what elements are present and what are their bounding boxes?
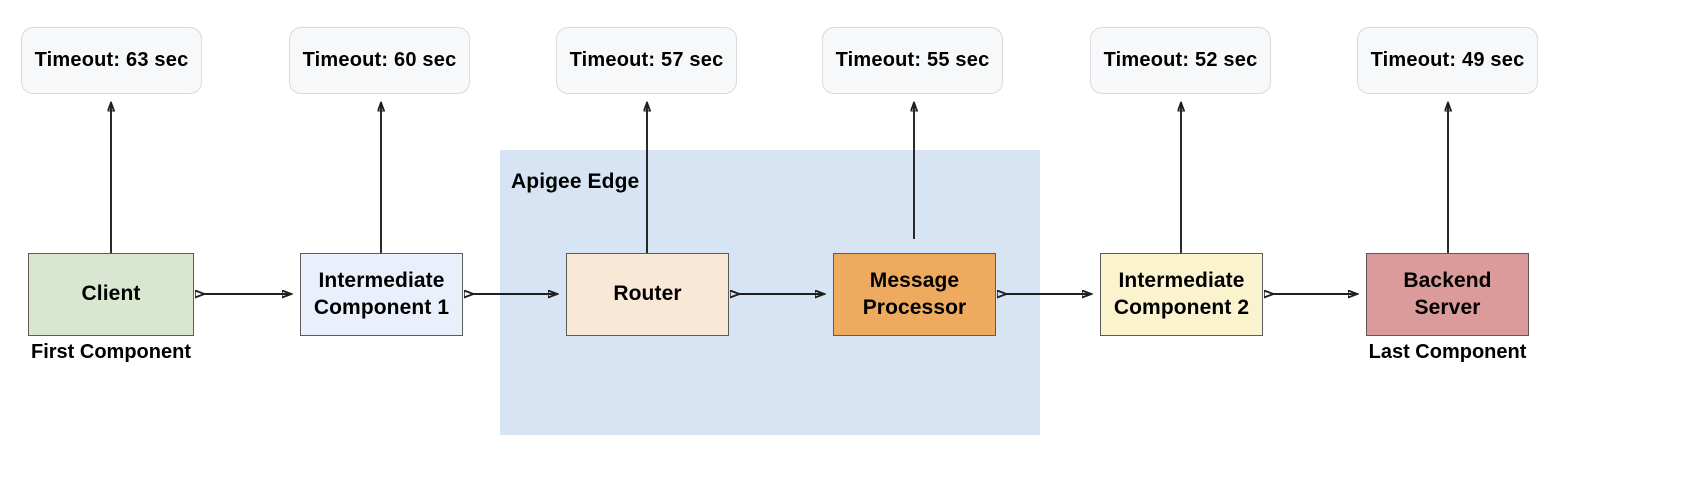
node-intermediate-1-label-line2: Component 1 <box>313 295 450 319</box>
node-message-processor[interactable]: Message Processor <box>833 253 996 336</box>
node-client-label-line1: Client <box>81 282 141 306</box>
node-backend-server-label-line2: Server <box>1414 295 1481 319</box>
timeout-box-backend-server: Timeout: 49 sec <box>1357 27 1538 94</box>
timeout-box-intermediate-1: Timeout: 60 sec <box>289 27 470 94</box>
node-intermediate-2-label-line2: Component 2 <box>1113 295 1250 319</box>
apigee-edge-zone-label: Apigee Edge <box>511 170 640 193</box>
node-router-label-line1: Router <box>613 282 682 306</box>
node-router[interactable]: Router <box>566 253 729 336</box>
timeout-box-intermediate-2: Timeout: 52 sec <box>1090 27 1271 94</box>
node-intermediate-2-label-line1: Intermediate <box>1118 269 1245 293</box>
node-intermediate-2[interactable]: Intermediate Component 2 <box>1100 253 1263 336</box>
node-backend-server-label-line1: Backend <box>1403 269 1492 293</box>
node-client[interactable]: Client <box>28 253 194 336</box>
timeout-box-client: Timeout: 63 sec <box>21 27 202 94</box>
node-message-processor-label-line2: Processor <box>862 295 967 319</box>
caption-last-component: Last Component <box>1368 341 1527 363</box>
timeout-box-router: Timeout: 57 sec <box>556 27 737 94</box>
timeout-box-message-processor: Timeout: 55 sec <box>822 27 1003 94</box>
node-message-processor-label-line1: Message <box>869 269 960 293</box>
caption-first-component: First Component <box>31 341 191 363</box>
node-intermediate-1-label-line1: Intermediate <box>318 269 445 293</box>
node-intermediate-1[interactable]: Intermediate Component 1 <box>300 253 463 336</box>
node-backend-server[interactable]: Backend Server <box>1366 253 1529 336</box>
